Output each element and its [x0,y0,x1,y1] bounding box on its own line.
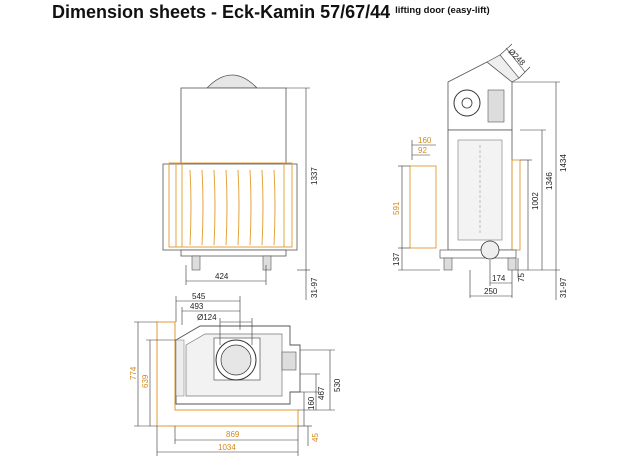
side-dim-250: 250 [484,287,498,296]
side-dim-base: 31-97 [559,277,568,298]
side-view: Ø248 160 92 591 137 1434 1346 1002 75 17… [392,43,568,300]
side-dim-174: 174 [492,274,506,283]
plan-dim-467: 467 [317,386,326,400]
side-dim-92: 92 [418,146,427,155]
plan-dim-869: 869 [226,430,240,439]
plan-dim-545: 545 [192,292,206,301]
plan-dim-493: 493 [190,302,204,311]
front-upper-body [180,87,287,165]
side-air-inlet [480,240,500,260]
front-dim-width: 424 [215,272,229,281]
plan-dim-774: 774 [129,366,138,380]
plan-dim-124: Ø124 [197,313,217,322]
side-dim-160: 160 [418,136,432,145]
plan-dim-45: 45 [311,433,320,442]
side-dim-1346: 1346 [545,172,554,190]
front-flue-collar [206,74,258,89]
plan-dim-160: 160 [307,396,316,410]
front-dim-height: 1337 [310,167,319,185]
front-cladding [168,162,293,248]
plan-dim-530: 530 [333,378,342,392]
side-dim-75: 75 [517,273,526,282]
side-dim-137: 137 [392,252,401,266]
front-frame [162,163,298,251]
side-dim-flue: Ø248 [507,47,528,68]
sheet-subtitle: lifting door (easy-lift) [395,5,490,16]
page-title: Dimension sheets - Eck-Kamin 57/67/44 lif… [52,2,490,24]
front-view: 424 1337 31-97 [162,74,319,300]
plan-dim-639: 639 [141,374,150,388]
side-dim-1434: 1434 [559,154,568,172]
sheet-title: Dimension sheets - Eck-Kamin 57/67/44 [52,2,391,22]
side-dim-1002: 1002 [531,192,540,210]
front-base [180,249,287,257]
side-dim-591: 591 [392,201,401,215]
front-dim-base: 31-97 [310,277,319,298]
plan-dim-1034: 1034 [218,443,236,452]
side-fan-circle [453,89,481,117]
plan-view: 545 493 Ø124 774 639 467 530 160 869 103… [129,292,342,456]
